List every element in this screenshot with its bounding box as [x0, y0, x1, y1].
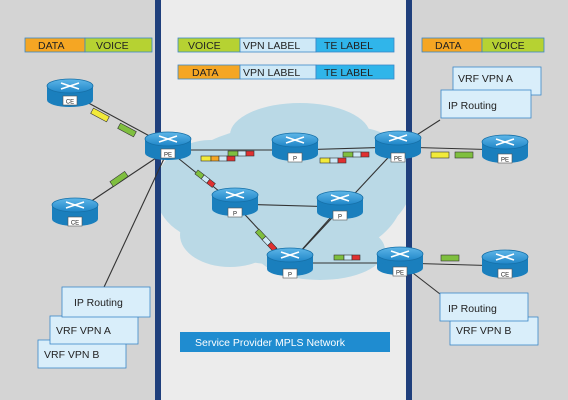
ip-routing-label: IP Routing [448, 303, 497, 315]
header-field-data: DATA [38, 40, 64, 52]
router-label: P [288, 273, 292, 279]
packet-labeled [227, 150, 255, 157]
packets [90, 107, 474, 262]
router-label: PE [394, 157, 402, 163]
router-label: P [338, 215, 342, 221]
right-bottom-stack: VRF VPN B IP Routing [439, 292, 539, 346]
packet-labeled [319, 157, 347, 164]
header-field-data: DATA [435, 40, 461, 52]
header-field-data: DATA [192, 67, 218, 79]
sp-mpls-banner: Service Provider MPLS Network [180, 332, 390, 352]
router-ce-bottom-right[interactable]: CE [481, 249, 529, 279]
router-label: CE [66, 100, 74, 106]
right-divider [406, 0, 412, 400]
ip-routing-label: IP Routing [74, 297, 123, 309]
packet-voice [117, 122, 137, 138]
router-ce-top-left[interactable]: CE [46, 78, 94, 107]
router-label: PE [396, 271, 404, 277]
packet-labeled [200, 155, 236, 162]
packet-labeled [333, 254, 361, 261]
router-label: P [293, 157, 297, 163]
ip-routing-label: IP Routing [448, 100, 497, 112]
vrf-vpn-b-label: VRF VPN B [456, 325, 511, 337]
router-label: CE [71, 221, 79, 227]
packet-labeled [194, 169, 216, 188]
router-label: PE [164, 153, 172, 159]
left-stack: VRF VPN B VRF VPN A IP Routing [37, 286, 151, 369]
router-p-bottom[interactable]: P [266, 247, 314, 279]
vrf-vpn-a-label: VRF VPN A [458, 73, 513, 85]
router-p-left[interactable]: P [211, 187, 259, 218]
router-p-center[interactable]: P [316, 190, 364, 221]
router-ce-bottom-left[interactable]: CE [51, 197, 99, 227]
center-header-format-data: DATA VPN LABEL TE LABEL [177, 64, 395, 80]
header-field-vpn-label: VPN LABEL [243, 67, 300, 79]
router-pe-left[interactable]: PE [144, 131, 192, 160]
router-p-top[interactable]: P [271, 132, 319, 163]
router-label: CE [501, 273, 509, 279]
router-label: P [233, 212, 237, 218]
right-header-format: DATA VOICE [421, 37, 545, 53]
left-divider [155, 0, 161, 400]
packet-labeled [254, 228, 278, 252]
router-pe-far-right[interactable]: PE [481, 134, 529, 164]
router-pe-top-right[interactable]: PE [374, 130, 422, 163]
packet-data [430, 151, 450, 159]
router-label: PE [501, 158, 509, 164]
header-field-te-label: TE LABEL [324, 67, 373, 79]
header-field-voice: VOICE [188, 40, 221, 52]
router-pe-bottom-right[interactable]: PE [376, 246, 424, 277]
vrf-vpn-b-label: VRF VPN B [44, 349, 99, 361]
left-header-format: DATA VOICE [24, 37, 153, 53]
packet-labeled [342, 151, 370, 158]
header-field-vpn-label: VPN LABEL [243, 40, 300, 52]
vrf-vpn-a-label: VRF VPN A [56, 325, 111, 337]
sp-banner-text: Service Provider MPLS Network [195, 337, 346, 349]
header-field-voice: VOICE [96, 40, 129, 52]
header-field-voice: VOICE [492, 40, 525, 52]
packet-voice [440, 254, 460, 262]
packet-voice [454, 151, 474, 159]
right-top-stack: VRF VPN A IP Routing [440, 66, 542, 119]
center-header-format-voice: VOICE VPN LABEL TE LABEL [177, 37, 395, 53]
packet-data [90, 107, 110, 123]
header-field-te-label: TE LABEL [324, 40, 373, 52]
packet-voice [109, 170, 129, 188]
